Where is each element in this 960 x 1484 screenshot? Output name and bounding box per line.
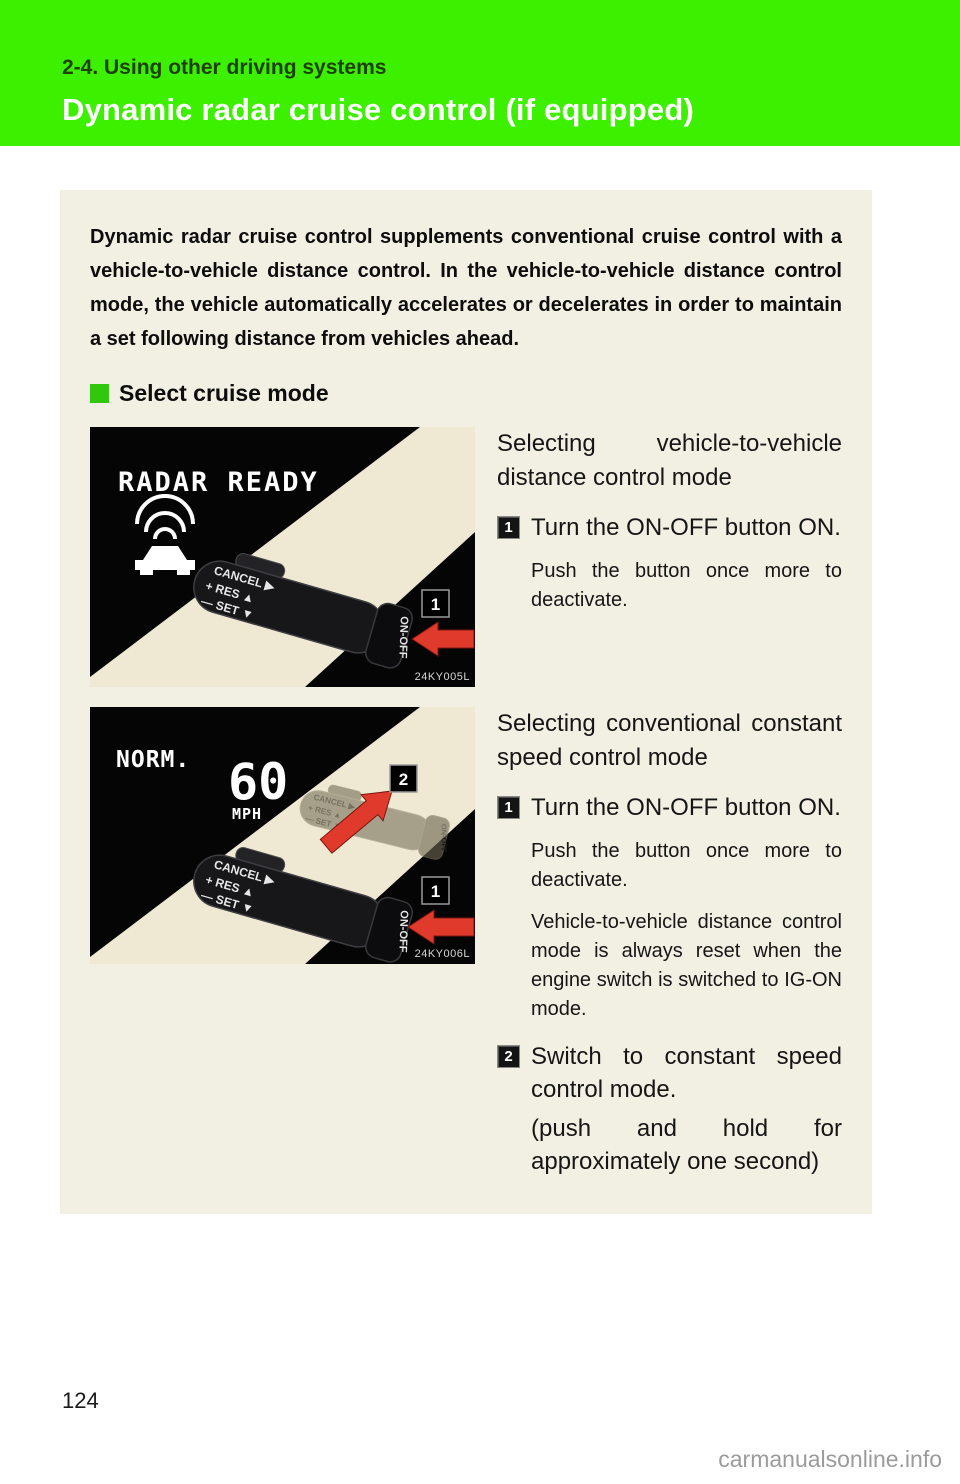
step-number-badge: 1 xyxy=(497,796,520,819)
figure-radar-ready-svg: RADAR READY CANCEL ▶ + R xyxy=(90,427,475,687)
watermark: carmanualsonline.info xyxy=(718,1446,942,1472)
red-arrow-onoff xyxy=(411,621,475,657)
radar-ready-display-text: RADAR READY xyxy=(118,467,319,498)
select-cruise-mode-heading: Select cruise mode xyxy=(90,380,842,407)
figure2-badge-2: 2 xyxy=(389,764,418,793)
page-title: Dynamic radar cruise control (if equippe… xyxy=(62,92,694,127)
select-cruise-mode-label: Select cruise mode xyxy=(119,380,329,406)
cruise-control-stalk: CANCEL ▶ + RES ▲ — SET ▼ ON-OFF xyxy=(193,847,413,963)
figure-radar-ready: RADAR READY CANCEL ▶ + R xyxy=(90,427,475,687)
block2-step-1: 1 Turn the ON-OFF button ON. xyxy=(497,791,842,824)
block2-step1-note: Push the button once more to deactivate. xyxy=(531,840,842,891)
block1-step1-text: Turn the ON-OFF button ON. xyxy=(531,514,841,541)
content-panel: Dynamic radar cruise control supplements… xyxy=(60,190,872,1214)
figure2-code: 24KY006L xyxy=(415,948,470,960)
block1-step-1: 1 Turn the ON-OFF button ON. xyxy=(497,511,842,544)
row-constant-speed-mode: NORM. 60 MPH CANCEL ▶ + RES ▲ — SET ▼ ON… xyxy=(90,707,842,1178)
block2-step1-note2: Vehicle-to-vehicle distance control mode… xyxy=(531,911,842,1020)
red-arrow-mode-switch xyxy=(319,790,393,854)
vehicle-distance-text-column: Selecting vehicle-to-vehicle distance co… xyxy=(497,427,842,615)
figure1-code: 24KY005L xyxy=(415,671,470,683)
figure1-badge-1: 1 xyxy=(421,589,450,618)
block2-heading: Selecting conventional constant speed co… xyxy=(497,710,842,771)
stalk-onoff-label: ON-OFF xyxy=(440,824,449,853)
step-number-badge: 1 xyxy=(497,516,520,539)
constant-speed-text-column: Selecting conventional constant speed co… xyxy=(497,707,842,1178)
figure-norm-speed-svg: NORM. 60 MPH CANCEL ▶ + RES ▲ — SET ▼ ON… xyxy=(90,707,475,964)
norm-display-text: NORM. xyxy=(116,747,190,773)
row-vehicle-distance-mode: RADAR READY CANCEL ▶ + R xyxy=(90,427,842,687)
stalk-onoff-label: ON-OFF xyxy=(396,910,409,953)
red-arrow-onoff xyxy=(407,909,475,945)
stalk-onoff-label: ON-OFF xyxy=(396,616,409,659)
block2-step-2: 2 Switch to constant speed control mode. xyxy=(497,1040,842,1106)
figure2-badge-1: 1 xyxy=(421,876,450,905)
stalk-onoff-button xyxy=(365,896,413,963)
svg-text:2: 2 xyxy=(399,770,408,789)
page-number: 124 xyxy=(62,1388,99,1413)
figure-norm-speed: NORM. 60 MPH CANCEL ▶ + RES ▲ — SET ▼ ON… xyxy=(90,707,475,964)
block2-step2-sub: (push and hold for approximately one sec… xyxy=(531,1115,842,1175)
block1-heading: Selecting vehicle-to-vehicle distance co… xyxy=(497,430,842,491)
svg-text:1: 1 xyxy=(431,595,440,614)
page-header: 2-4. Using other driving systems Dynamic… xyxy=(0,0,960,146)
block2-step2-text: Switch to constant speed control mode. xyxy=(531,1043,842,1103)
radar-car-icon xyxy=(135,494,195,575)
section-label: 2-4. Using other driving systems xyxy=(62,56,387,79)
speed-unit-text: MPH xyxy=(232,805,262,823)
stalk-onoff-button xyxy=(418,815,450,860)
intro-paragraph: Dynamic radar cruise control supplements… xyxy=(90,226,842,350)
cruise-control-stalk: CANCEL ▶ + RES ▲ — SET ▼ ON-OFF xyxy=(193,553,413,669)
block1-step1-note: Push the button once more to deactivate. xyxy=(531,560,842,611)
speed-display-text: 60 xyxy=(228,753,288,811)
green-square-bullet xyxy=(90,384,109,403)
stalk-onoff-button xyxy=(365,602,413,669)
step-number-badge: 2 xyxy=(497,1045,520,1068)
svg-text:1: 1 xyxy=(431,882,440,901)
block2-step1-text: Turn the ON-OFF button ON. xyxy=(531,794,841,821)
